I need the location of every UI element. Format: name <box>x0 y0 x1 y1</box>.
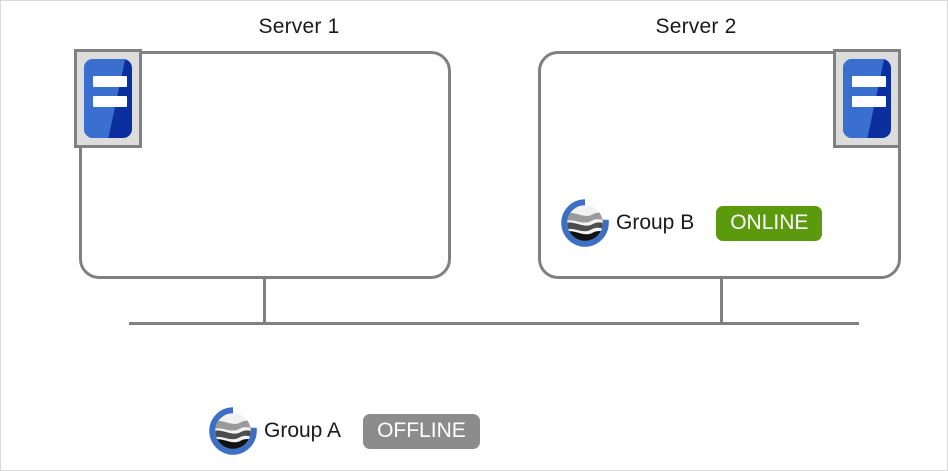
group-globe-logo-icon <box>561 199 609 247</box>
network-bus-line <box>129 322 859 325</box>
group-row-a[interactable]: Group A OFFLINE <box>206 404 480 458</box>
server-icon[interactable] <box>833 49 901 148</box>
server-icon-chip <box>843 59 891 138</box>
server-1-drop-line <box>263 277 266 325</box>
group-row-b[interactable]: Group B ONLINE <box>558 196 823 250</box>
server-icon-bar-bottom <box>93 96 127 107</box>
server-icon[interactable] <box>74 49 142 148</box>
server-icon-bar-top <box>852 76 886 87</box>
group-a-status-badge[interactable]: OFFLINE <box>363 413 480 449</box>
server-icon-chip <box>84 59 132 138</box>
server-2-title: Server 2 <box>655 15 737 38</box>
group-b-status-badge[interactable]: ONLINE <box>716 205 823 241</box>
server-1-title: Server 1 <box>258 15 340 38</box>
server-2-drop-line <box>720 277 723 325</box>
group-globe-logo-icon <box>209 407 257 455</box>
server-icon-bar-top <box>93 76 127 87</box>
server-icon-bar-bottom <box>852 96 886 107</box>
group-a-label: Group A <box>264 419 342 442</box>
group-b-label: Group B <box>616 211 695 234</box>
